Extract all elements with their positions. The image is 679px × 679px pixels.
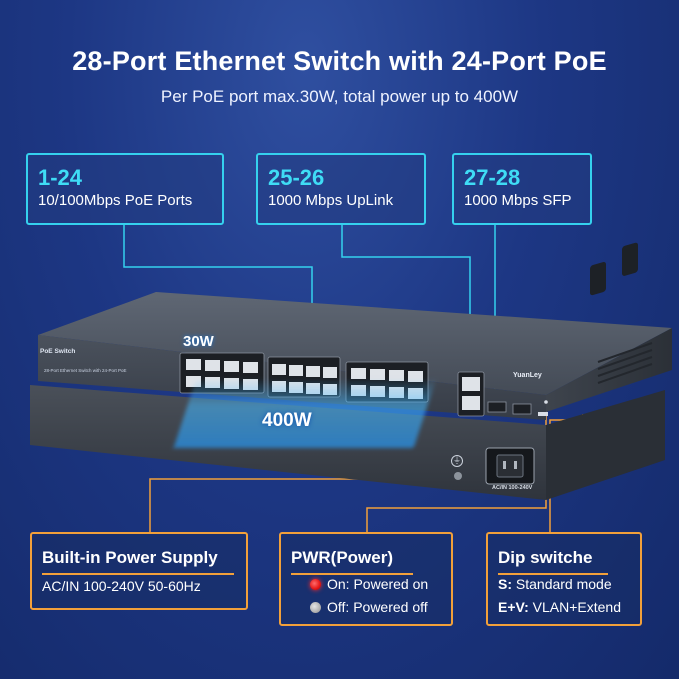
ground-icon: ⏚ (451, 455, 463, 467)
power-supply-box: Built-in Power Supply AC/IN 100-240V 50-… (30, 532, 248, 610)
dip-mode-text: VLAN+Extend (532, 599, 621, 615)
headline: 28-Port Ethernet Switch with 24-Port PoE (72, 46, 607, 76)
switch-top-surface (38, 292, 672, 395)
dip-switch-title: Dip switche (498, 548, 593, 567)
dip-mode-key: S: (498, 576, 512, 592)
dip-mode-standard: S: Standard mode (498, 576, 612, 592)
dip-switch-box: Dip switche S: Standard mode E+V: VLAN+E… (486, 532, 642, 626)
dip-mode-vlan: E+V: VLAN+Extend (498, 599, 621, 615)
dip-mode-text: Standard mode (515, 576, 612, 592)
title-underline (291, 573, 413, 575)
callout-ports-1-24: 1-24 10/100Mbps PoE Ports (26, 153, 224, 225)
pwr-led-on-text: On: Powered on (327, 576, 429, 592)
per-port-power-badge: 30W (183, 333, 214, 350)
callout-number: 27-28 (464, 165, 521, 190)
callout-description: 10/100Mbps PoE Ports (38, 192, 193, 209)
device-brand-label: PoE Switch (40, 348, 76, 355)
switch-side-surface (546, 328, 672, 412)
device-model-text: 28-Port Ethernet Switch with 24-Port PoE (44, 368, 127, 373)
led-off-icon (310, 602, 321, 613)
power-input-label: AC/IN 100-240V (492, 485, 533, 491)
callout-description: 1000 Mbps SFP (464, 192, 572, 209)
power-supply-chassis-side (546, 390, 665, 500)
callout-number: 1-24 (38, 165, 83, 190)
device-logo: YuanLey (513, 372, 542, 379)
led-on-icon (310, 579, 321, 590)
title-underline (498, 573, 608, 575)
power-supply-title: Built-in Power Supply (42, 548, 218, 567)
subheadline: Per PoE port max.30W, total power up to … (160, 87, 519, 106)
pwr-led-title: PWR(Power) (291, 548, 393, 567)
title-underline (42, 573, 234, 575)
total-power-badge: 400W (262, 410, 312, 431)
callout-ports-25-26: 25-26 1000 Mbps UpLink (256, 153, 426, 225)
dip-mode-key: E+V: (498, 599, 529, 615)
pwr-led-off-text: Off: Powered off (327, 599, 428, 615)
callout-ports-27-28: 27-28 1000 Mbps SFP (452, 153, 592, 225)
power-supply-spec: AC/IN 100-240V 50-60Hz (42, 578, 201, 594)
pwr-led-box: PWR(Power) On: Powered on Off: Powered o… (279, 532, 453, 626)
callout-description: 1000 Mbps UpLink (268, 192, 394, 209)
callout-number: 25-26 (268, 165, 325, 190)
